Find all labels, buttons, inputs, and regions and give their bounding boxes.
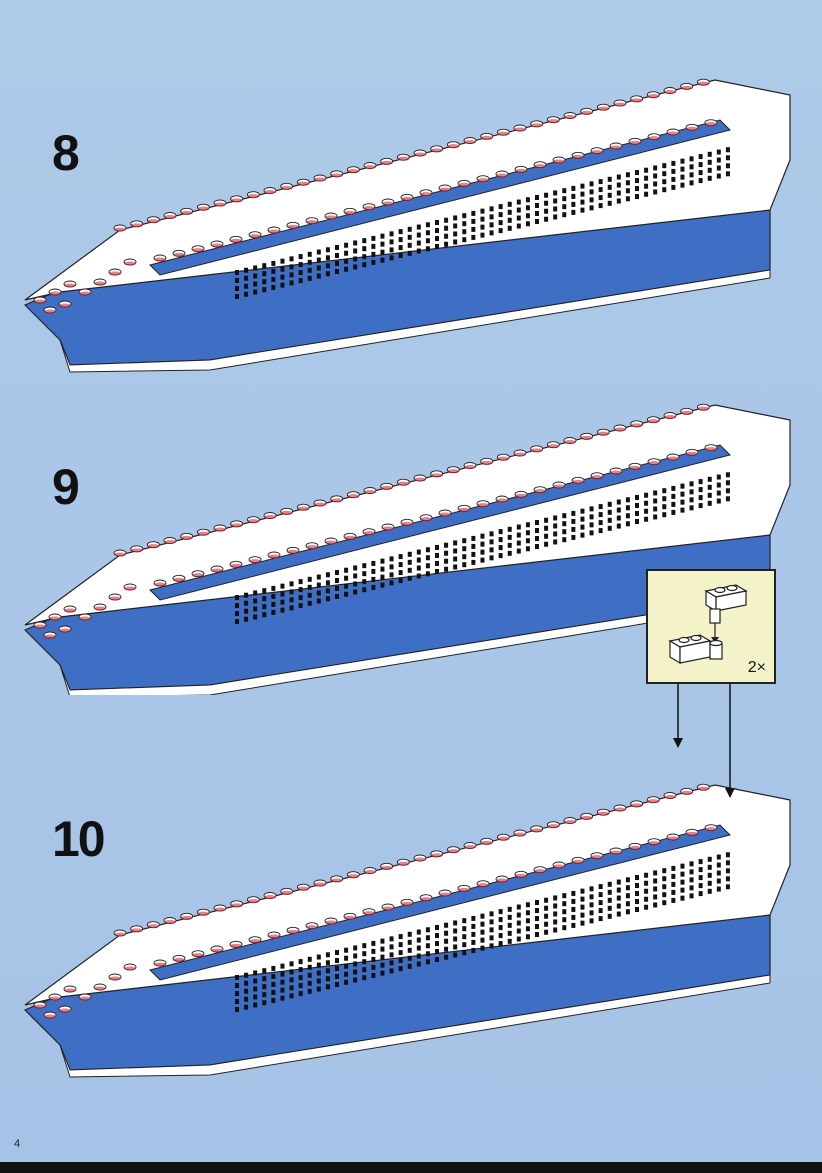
brick-assembly-icon: [668, 584, 748, 665]
ship-model-step-9: [23, 403, 791, 695]
step-number-10: 10: [52, 811, 106, 867]
quantity-label: 2×: [747, 659, 766, 676]
step-number-9: 9: [52, 459, 80, 515]
step-number-8: 8: [52, 125, 80, 181]
page-number: 4: [14, 1138, 21, 1150]
ship-model-step-10: [23, 783, 791, 1078]
parts-callout: 2×: [646, 569, 776, 684]
bottom-edge-bar: [0, 1162, 822, 1173]
ship-model-step-8: [23, 78, 791, 373]
